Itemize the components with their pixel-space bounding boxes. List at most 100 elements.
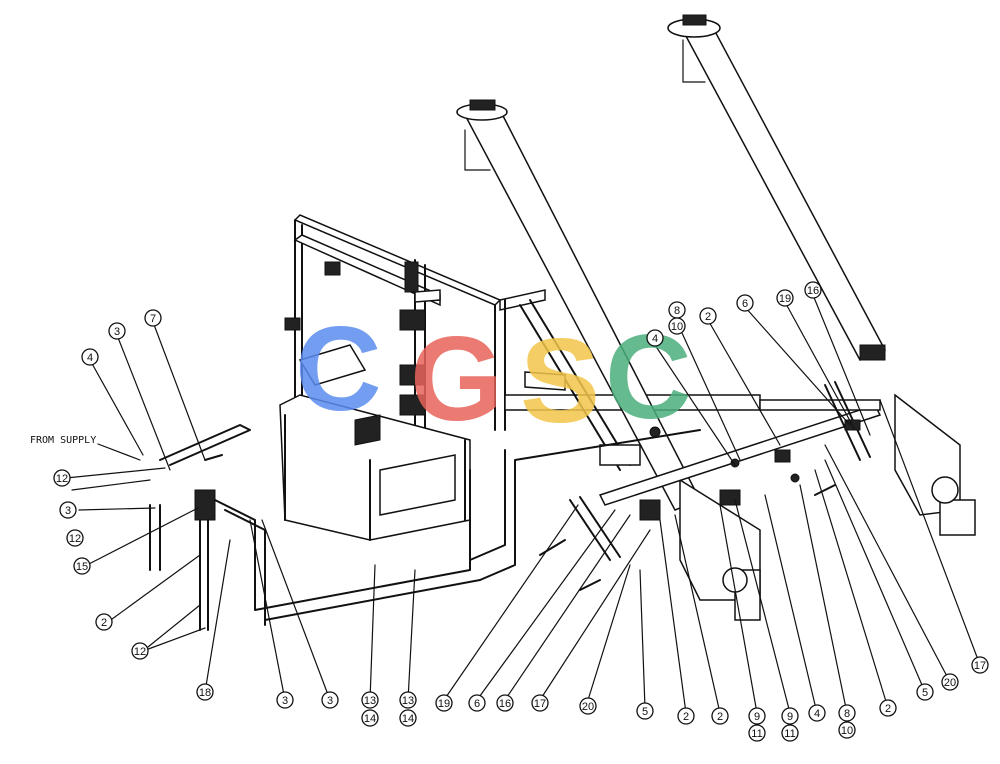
callout-c28: 11 (781, 724, 799, 742)
callout-circle (399, 691, 417, 709)
callout-number: 8 (674, 305, 680, 317)
callout-c36: 8 (668, 301, 686, 319)
callout-c15: 13 (399, 691, 417, 709)
callout-c19: 16 (496, 694, 514, 712)
callout-number: 2 (885, 703, 891, 715)
callout-circle (66, 529, 84, 547)
callout-circle (108, 322, 126, 340)
callout-c25: 9 (748, 707, 766, 725)
callout-circle (748, 724, 766, 742)
leader-lines (65, 294, 981, 714)
callout-number: 7 (150, 313, 156, 325)
callout-circle (838, 721, 856, 739)
callout-circle (781, 707, 799, 725)
callout-number: 20 (944, 677, 956, 689)
callout-number: 11 (751, 728, 762, 740)
callout-c17: 19 (435, 694, 453, 712)
callout-circle (808, 704, 826, 722)
callout-number: 4 (814, 708, 820, 720)
callout-circle (73, 557, 91, 575)
callout-c40: 6 (736, 294, 754, 312)
callout-circle (838, 704, 856, 722)
callout-number: 16 (499, 698, 511, 710)
callout-c32: 2 (879, 699, 897, 717)
cgsc-watermark: C G S C (295, 302, 692, 448)
callout-circle (321, 691, 339, 709)
callout-circle (131, 642, 149, 660)
callout-number: 19 (438, 698, 450, 710)
callout-c21: 20 (579, 697, 597, 715)
callout-c1: 4 (81, 348, 99, 366)
callout-number: 4 (652, 333, 658, 345)
callout-c18: 6 (468, 694, 486, 712)
callout-c41: 19 (776, 289, 794, 307)
callout-number: 12 (56, 473, 68, 485)
callout-number: 19 (779, 293, 791, 305)
callout-number: 14 (402, 713, 414, 725)
callout-circle (781, 724, 799, 742)
callout-number: 17 (534, 698, 546, 710)
callout-number: 3 (114, 326, 120, 338)
callout-circle (776, 289, 794, 307)
callout-number: 10 (841, 725, 853, 737)
callout-number: 20 (582, 701, 594, 713)
callout-circle (361, 709, 379, 727)
callout-circle (435, 694, 453, 712)
callout-c29: 4 (808, 704, 826, 722)
callout-circle (711, 707, 729, 725)
callout-c11: 3 (276, 691, 294, 709)
callout-c38: 4 (646, 329, 664, 347)
callout-circle (941, 673, 959, 691)
callout-c12: 3 (321, 691, 339, 709)
callout-c26: 11 (748, 724, 766, 742)
watermark-letter-g: G (410, 312, 503, 446)
callout-number: 18 (199, 687, 211, 699)
callout-c6: 12 (66, 529, 84, 547)
callout-circle (496, 694, 514, 712)
callout-circle (579, 697, 597, 715)
callout-circle (804, 281, 822, 299)
callout-c24: 2 (711, 707, 729, 725)
callout-c7: 15 (73, 557, 91, 575)
callout-number: 17 (974, 660, 986, 672)
callout-number: 4 (87, 352, 93, 364)
callout-number: 2 (683, 711, 689, 723)
callout-number: 6 (742, 298, 748, 310)
callout-c14: 14 (361, 709, 379, 727)
callout-number: 12 (134, 646, 146, 658)
callout-circle (95, 613, 113, 631)
callout-number: 10 (671, 321, 683, 333)
callout-number: 5 (642, 706, 648, 718)
callout-circle (636, 702, 654, 720)
callout-number: 9 (787, 711, 793, 723)
callout-number: 11 (784, 728, 795, 740)
callout-number: 3 (282, 695, 288, 707)
callout-circle (668, 317, 686, 335)
callout-c5: 3 (59, 501, 77, 519)
callout-c22: 5 (636, 702, 654, 720)
callout-c13: 13 (361, 691, 379, 709)
watermark-letter-s: S (520, 314, 600, 448)
callout-number: 13 (402, 695, 414, 707)
callout-number: 5 (922, 687, 928, 699)
callout-circle (399, 709, 417, 727)
callout-number: 2 (705, 311, 711, 323)
callout-c3: 7 (144, 309, 162, 327)
callout-c27: 9 (781, 707, 799, 725)
callout-circle (276, 691, 294, 709)
callout-c9: 12 (131, 642, 149, 660)
callout-circle (468, 694, 486, 712)
callout-circle (879, 699, 897, 717)
callout-circle (677, 707, 695, 725)
callout-c4: 12 (53, 469, 71, 487)
callout-c20: 17 (531, 694, 549, 712)
callout-number: 16 (807, 285, 819, 297)
manifold-assembly (569, 381, 882, 561)
callout-c42: 16 (804, 281, 822, 299)
callout-number: 2 (717, 711, 723, 723)
callout-number: 2 (101, 617, 107, 629)
callout-c37: 10 (668, 317, 686, 335)
callout-number: 3 (327, 695, 333, 707)
